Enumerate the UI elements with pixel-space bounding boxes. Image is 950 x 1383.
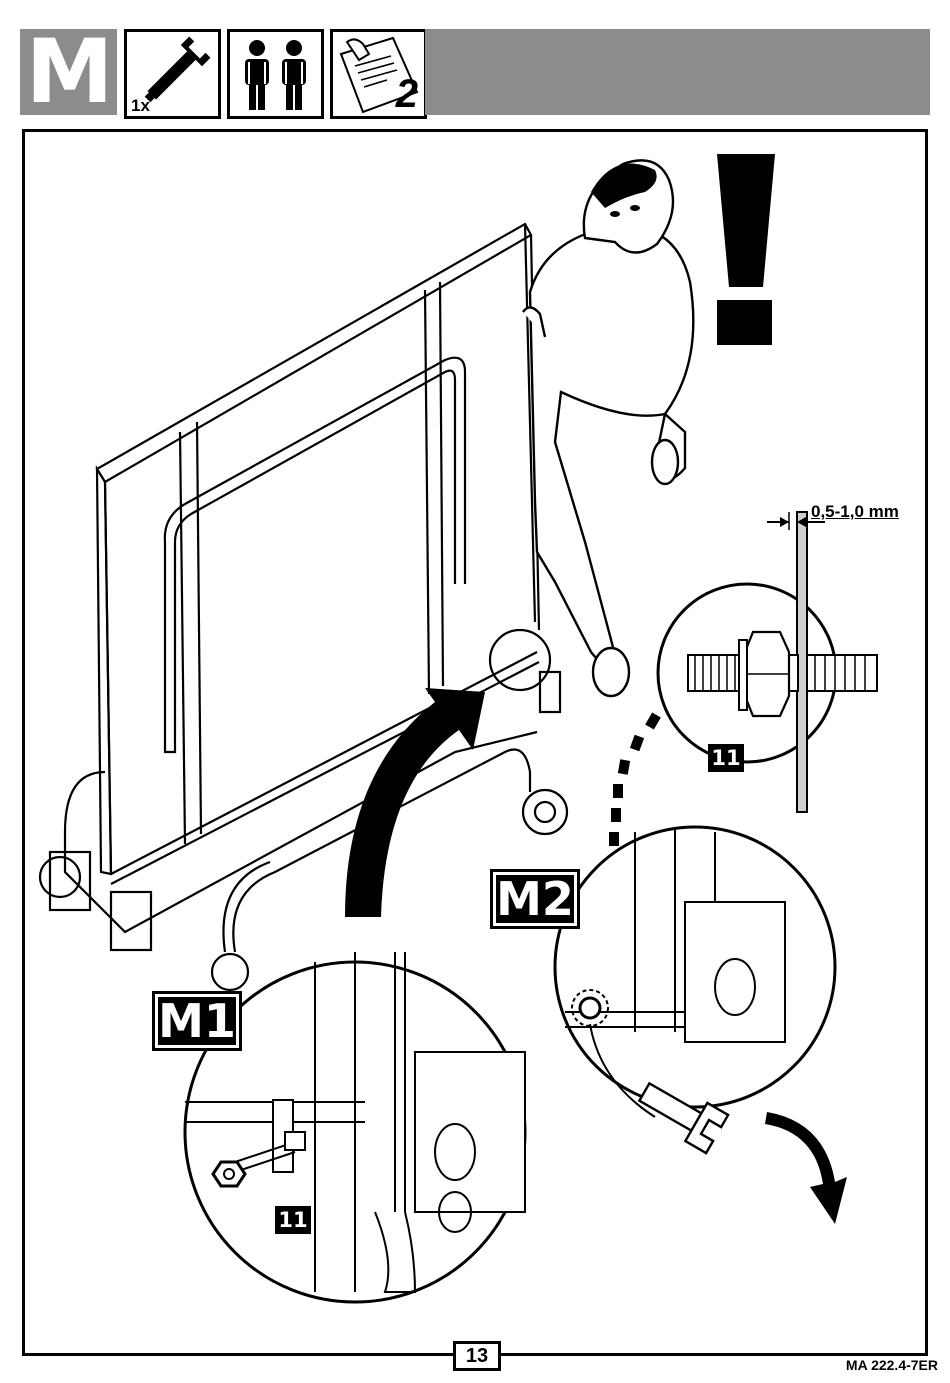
step-letter: M — [20, 29, 117, 115]
two-people-icon — [230, 32, 321, 116]
person-figure — [523, 160, 693, 696]
gap-dimension-label: 0,5-1,0 mm — [811, 502, 899, 522]
lift-arrow — [345, 688, 485, 917]
tool-quantity: 1x — [131, 96, 150, 116]
exclamation-mark-icon — [717, 154, 775, 345]
assembly-illustration — [25, 132, 925, 1353]
step-indicator: M — [20, 29, 117, 115]
tool-requirement-box: 1x — [124, 29, 221, 119]
manual-reference-box: 2 — [330, 29, 427, 119]
part-number-label-m1: 11 — [275, 1206, 311, 1234]
detail-gap-view — [658, 512, 877, 812]
table-outline — [40, 224, 567, 990]
detail-m2-view — [555, 827, 847, 1224]
detail-label-m1: M1 — [155, 994, 239, 1048]
manual-page-number: 2 — [396, 74, 418, 114]
page-number: 13 — [453, 1341, 501, 1371]
part-number-label-gap: 11 — [708, 744, 744, 772]
document-code: MA 222.4-7ER — [846, 1357, 938, 1373]
people-requirement-box — [227, 29, 324, 119]
illustration-frame: 0,5-1,0 mm 11 M2 M1 11 — [22, 129, 928, 1356]
detail-label-m2: M2 — [493, 872, 577, 926]
header-bar — [425, 29, 930, 115]
